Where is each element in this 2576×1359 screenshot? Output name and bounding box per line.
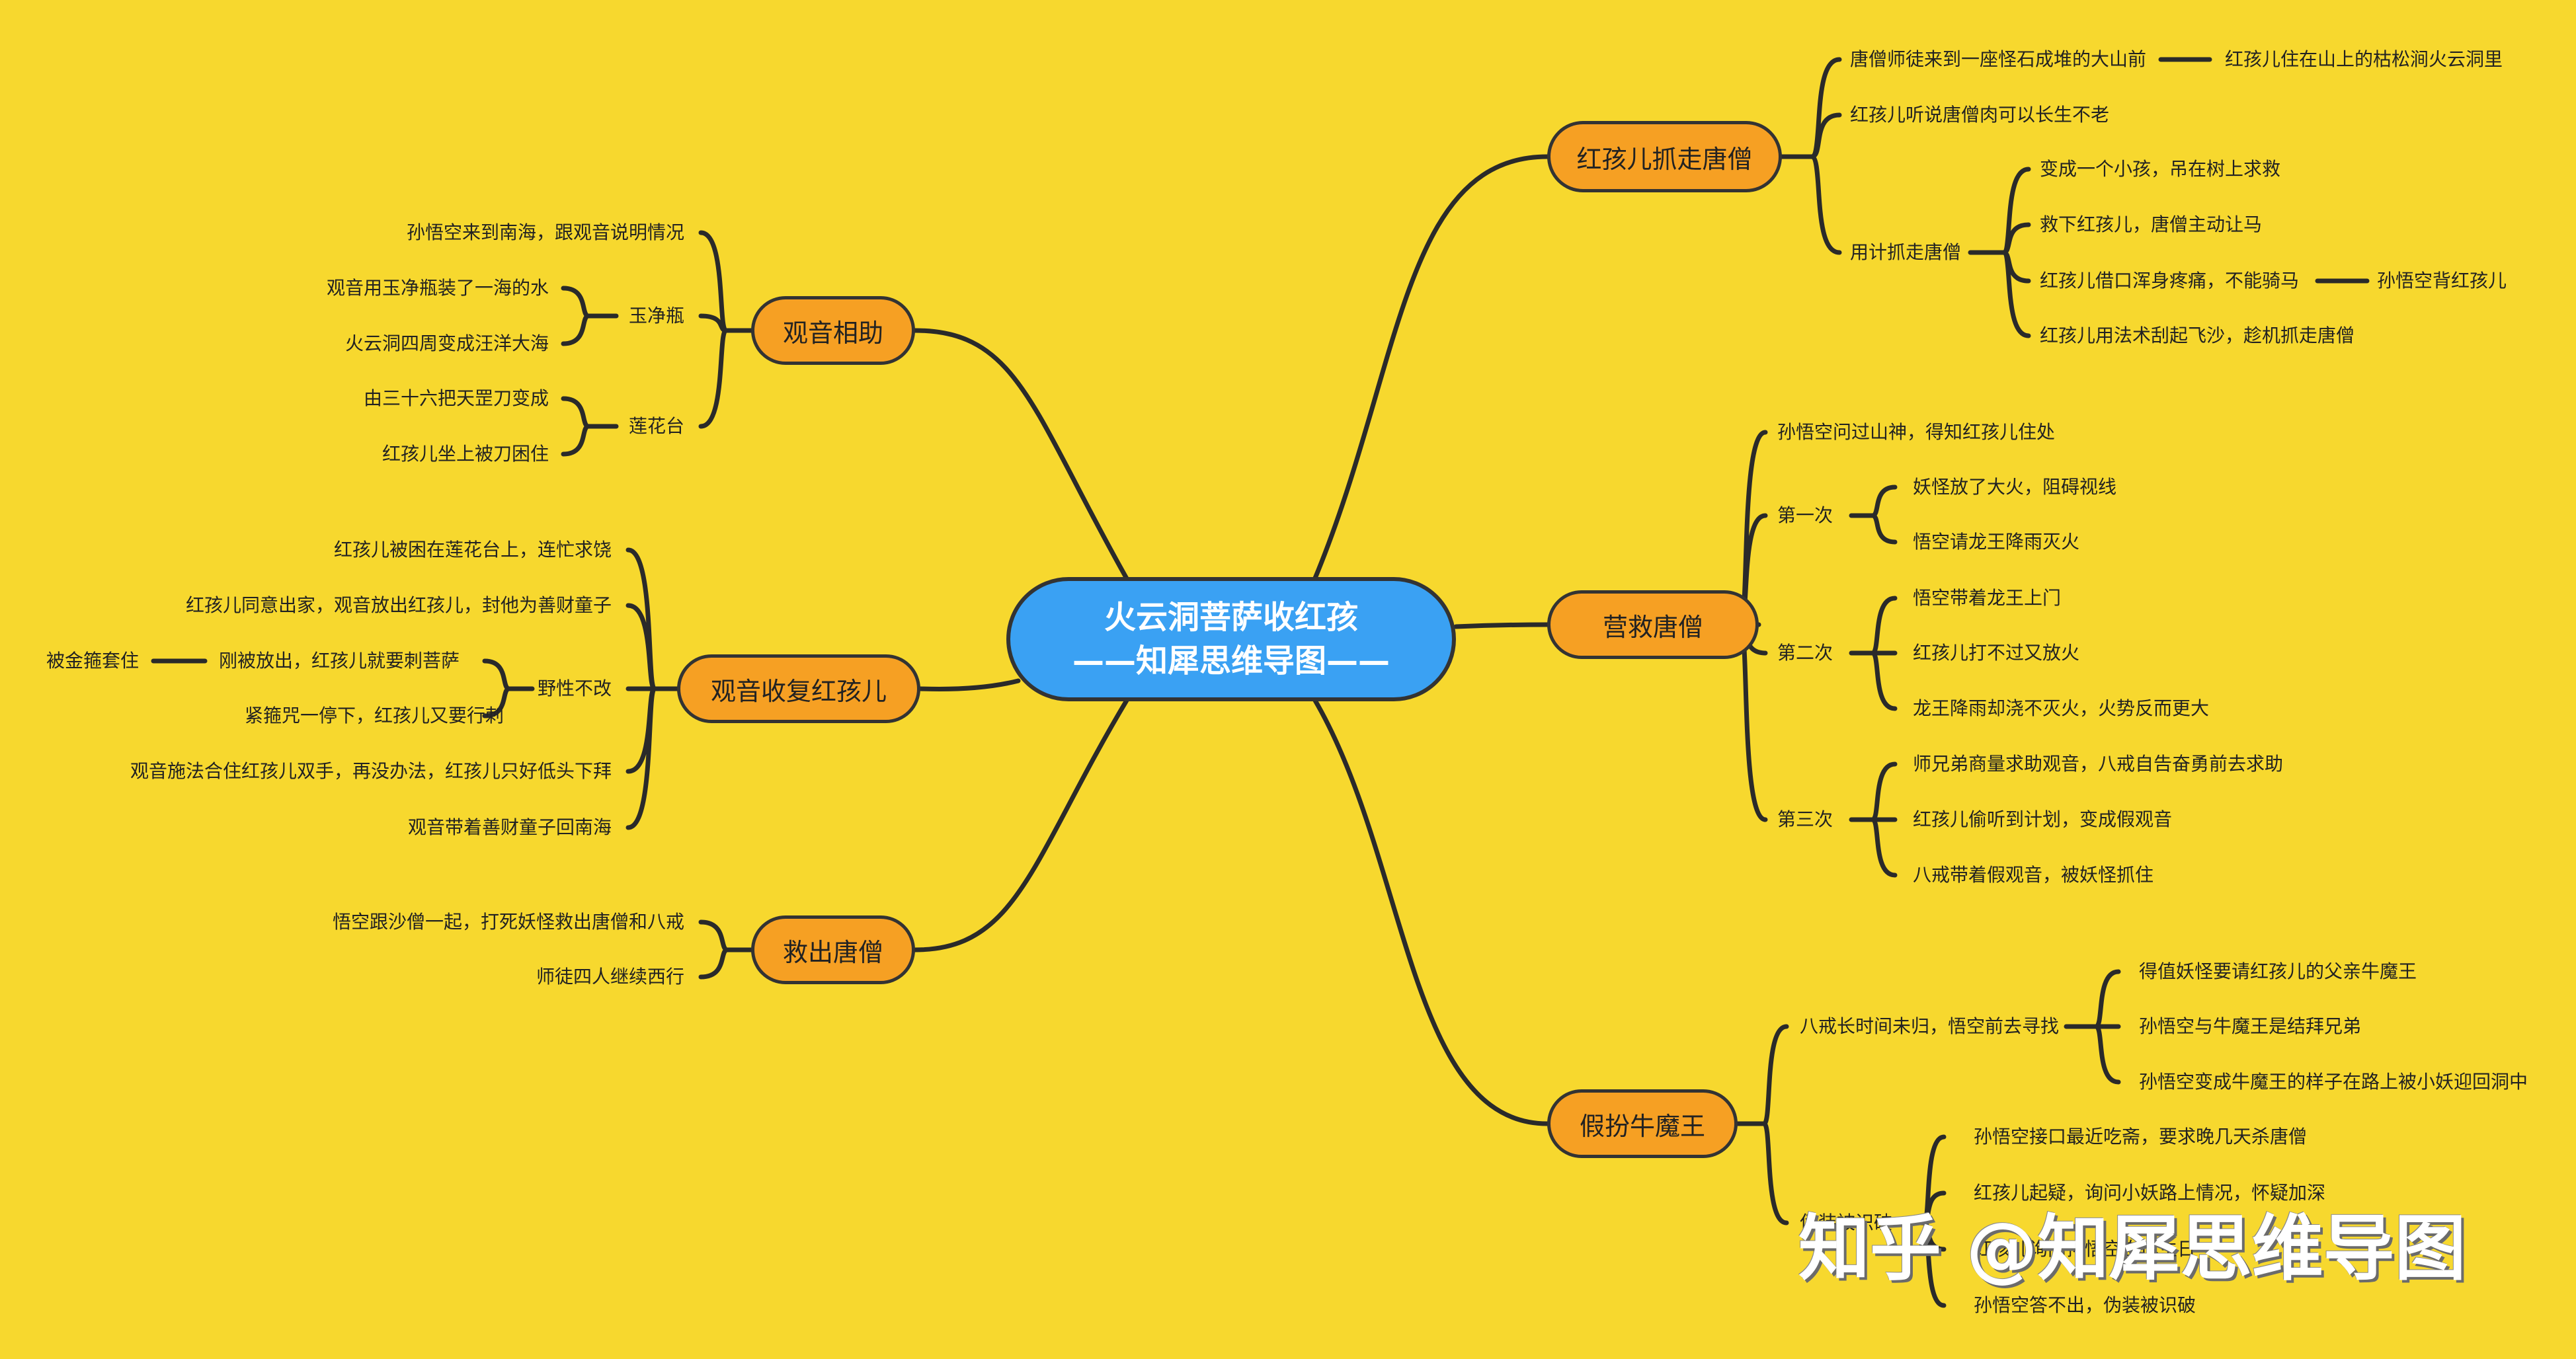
b1-leaf-3-1[interactable]: 变成一个小孩，吊在树上求救 [2040,158,2281,180]
b4-group-1-leaf-2[interactable]: 火云洞四周变成汪洋大海 [344,332,549,354]
b3-leaf-1-1[interactable]: 得值妖怪要请红孩儿的父亲牛魔王 [2139,960,2417,982]
b1-leaf-1[interactable]: 唐僧师徒来到一座怪石成堆的大山前 [1850,48,2147,70]
b2-group-3-leaf-2[interactable]: 红孩儿偷听到计划，变成假观音 [1913,808,2173,830]
b3-leaf-2-4[interactable]: 孙悟空答不出，伪装被识破 [1974,1294,2196,1316]
b1-leaf-3-3[interactable]: 红孩儿借口浑身疼痛，不能骑马 [2040,270,2300,291]
b1-leaf-3[interactable]: 用计抓走唐僧 [1850,241,1962,263]
branch-b3-title: 假扮牛魔王 [1579,1111,1705,1141]
b5-group-leaf-1a[interactable]: 被金箍套住 [46,650,139,672]
b6-leaf-1[interactable]: 悟空跟沙僧一起，打死妖怪救出唐僧和八戒 [332,911,684,933]
zhihu-watermark: 知乎 @知犀思维导图 [1798,1208,2466,1290]
b2-group-1-leaf-2[interactable]: 悟空请龙王降雨灭火 [1913,531,2080,553]
b4-group-2[interactable]: 莲花台 [628,415,684,437]
b2-group-2-leaf-1[interactable]: 悟空带着龙王上门 [1913,587,2062,609]
branch-b3-node[interactable]: 假扮牛魔王 [1547,1089,1738,1158]
b3-leaf-2-2[interactable]: 红孩儿起疑，询问小妖路上情况，怀疑加深 [1974,1182,2326,1204]
branch-b5-title: 观音收复红孩儿 [710,676,887,706]
branch-b1-title: 红孩儿抓走唐僧 [1576,144,1753,174]
b5-group[interactable]: 野性不改 [537,678,612,699]
b4-leaf-0[interactable]: 孙悟空来到南海，跟观音说明情况 [406,221,684,243]
branch-b4-title: 观音相助 [782,318,883,348]
b2-group-2[interactable]: 第二次 [1777,642,1833,664]
b6-leaf-2[interactable]: 师徒四人继续西行 [536,966,684,988]
central-topic[interactable]: 火云洞菩萨收红孩 ——知犀思维导图—— [1006,577,1456,701]
branch-b5-node[interactable]: 观音收复红孩儿 [677,654,920,723]
b1-leaf-3-4[interactable]: 红孩儿用法术刮起飞沙，趁机抓走唐僧 [2040,325,2355,346]
branch-b1-node[interactable]: 红孩儿抓走唐僧 [1547,121,1782,192]
b2-group-3-leaf-3[interactable]: 八戒带着假观音，被妖怪抓住 [1913,864,2154,886]
b1-leaf-3-3a[interactable]: 孙悟空背红孩儿 [2377,270,2507,291]
b3-leaf-2[interactable]: 伪装被识破 [1800,1212,1893,1233]
b4-group-1[interactable]: 玉净瓶 [628,305,684,327]
b2-group-1[interactable]: 第一次 [1777,504,1833,526]
b5-group-leaf-1[interactable]: 刚被放出，红孩儿就要刺菩萨 [218,650,460,672]
branch-b6-node[interactable]: 救出唐僧 [751,915,915,984]
b3-leaf-2-1[interactable]: 孙悟空接口最近吃斋，要求晚几天杀唐僧 [1974,1126,2308,1147]
b2-group-3-leaf-1[interactable]: 师兄弟商量求助观音，八戒自告奋勇前去求助 [1913,753,2284,775]
b2-group-1-leaf-1[interactable]: 妖怪放了大火，阻碍视线 [1913,476,2117,498]
branch-b4-node[interactable]: 观音相助 [751,296,915,365]
b3-leaf-1-3[interactable]: 孙悟空变成牛魔王的样子在路上被小妖迎回洞中 [2139,1071,2528,1093]
b3-leaf-1-2[interactable]: 孙悟空与牛魔王是结拜兄弟 [2139,1015,2362,1037]
b5-leaf-2[interactable]: 红孩儿同意出家，观音放出红孩儿，封他为善财童子 [185,594,612,616]
b1-leaf-3-2[interactable]: 救下红孩儿，唐僧主动让马 [2040,214,2263,235]
central-topic-title: 火云洞菩萨收红孩 [1104,599,1358,636]
b5-leaf-4[interactable]: 观音带着善财童子回南海 [407,816,612,838]
branch-b2-node[interactable]: 营救唐僧 [1547,590,1759,659]
b4-group-2-leaf-1[interactable]: 由三十六把天罡刀变成 [363,387,549,409]
b5-leaf-3[interactable]: 观音施法合住红孩儿双手，再没办法，红孩儿只好低头下拜 [130,760,612,782]
b3-leaf-1[interactable]: 八戒长时间未归，悟空前去寻找 [1800,1015,2060,1037]
b1-leaf-1a[interactable]: 红孩儿住在山上的枯松涧火云洞里 [2225,48,2503,70]
branch-b2-title: 营救唐僧 [1602,612,1703,642]
b2-group-2-leaf-2[interactable]: 红孩儿打不过又放火 [1913,642,2080,664]
b3-leaf-2-3[interactable]: 红孩儿询问孙悟空自己生日 [1974,1238,2196,1260]
b2-leaf-1[interactable]: 孙悟空问过山神，得知红孩儿住处 [1777,421,2056,443]
b2-group-3[interactable]: 第三次 [1777,808,1833,830]
b4-group-2-leaf-2[interactable]: 红孩儿坐上被刀困住 [382,443,549,465]
b1-leaf-2[interactable]: 红孩儿听说唐僧肉可以长生不老 [1850,104,2110,126]
b5-leaf-1[interactable]: 红孩儿被困在莲花台上，连忙求饶 [333,539,612,561]
b4-group-1-leaf-1[interactable]: 观音用玉净瓶装了一海的水 [326,277,549,299]
central-topic-subtitle: ——知犀思维导图—— [1072,642,1390,680]
b2-group-2-leaf-3[interactable]: 龙王降雨却浇不灭火，火势反而更大 [1913,697,2210,719]
b5-group-leaf-2[interactable]: 紧箍咒一停下，红孩儿又要行刺 [244,705,504,726]
branch-b6-title: 救出唐僧 [782,937,883,967]
